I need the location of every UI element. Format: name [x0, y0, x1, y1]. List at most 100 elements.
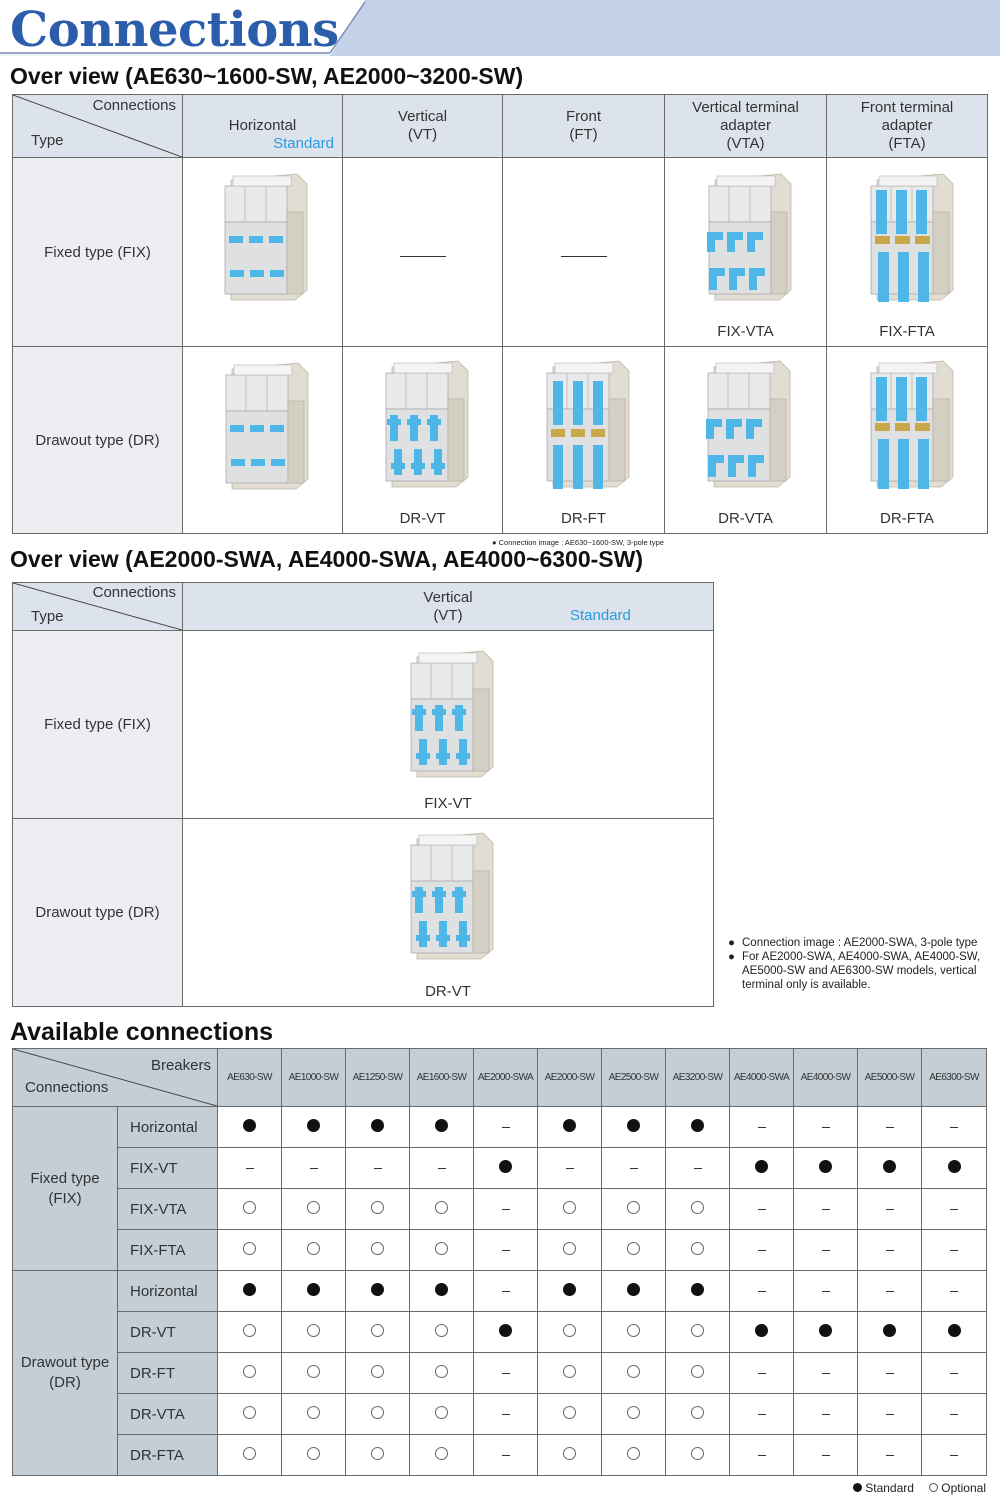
not-available-dash: [885, 1250, 894, 1252]
standard-dot-icon: [371, 1282, 384, 1296]
optional-ring-icon: [563, 1241, 576, 1255]
not-available-dash: [501, 1373, 510, 1375]
col-front: Front (FT): [502, 94, 665, 158]
optional-ring-icon: [435, 1323, 448, 1337]
col-abbr: (VT): [433, 606, 463, 624]
image-caption: DR-VT: [425, 983, 471, 1000]
corner-type: Type: [31, 132, 64, 149]
availability-cell: [601, 1229, 666, 1271]
optional-ring-icon: [627, 1241, 640, 1255]
availability-cell: [409, 1106, 474, 1148]
availability-cell: [345, 1229, 410, 1271]
group-label-abbr: (FIX): [48, 1189, 82, 1207]
col-horizontal: Horizontal Standard: [182, 94, 343, 158]
col-abbr: (FTA): [888, 135, 926, 152]
col-label-2: adapter: [881, 117, 933, 134]
availability-cell: [921, 1147, 987, 1189]
breaker-header: AE1250-SW: [345, 1048, 410, 1107]
col-label: Front terminal: [860, 99, 954, 116]
image-caption: FIX-VT: [424, 795, 472, 812]
availability-cell: [601, 1106, 666, 1148]
optional-ring-icon: [243, 1241, 256, 1255]
availability-cell: [537, 1352, 602, 1394]
row-label-drawout: Drawout type (DR): [12, 818, 183, 1007]
not-available-dash: [950, 1209, 958, 1211]
availability-cell: [281, 1147, 346, 1189]
not-available-dash: [885, 1414, 894, 1416]
availability-cell: [473, 1188, 538, 1230]
standard-dot-icon: [627, 1282, 640, 1296]
col-vertical: Vertical (VT) Standard: [182, 582, 714, 631]
optional-ring-icon: [243, 1323, 256, 1337]
standard-dot-icon: [563, 1282, 576, 1296]
breaker-image: [410, 832, 494, 960]
standard-dot-icon: [819, 1323, 832, 1337]
availability-cell: [217, 1393, 282, 1435]
optional-ring-icon: [307, 1364, 320, 1378]
availability-cell: [793, 1106, 858, 1148]
not-available-dash: [950, 1455, 958, 1457]
optional-ring-icon: [691, 1405, 704, 1419]
availability-cell: [601, 1352, 666, 1394]
optional-ring-icon: [371, 1405, 384, 1419]
availability-cell: [473, 1270, 538, 1312]
optional-ring-icon: [371, 1200, 384, 1214]
standard-dot-icon: [435, 1118, 448, 1132]
corner-cell: Connections Type: [12, 94, 183, 158]
standard-dot-icon: [499, 1159, 512, 1173]
availability-cell: [729, 1434, 794, 1476]
table-row: FIX-FTA: [13, 1229, 987, 1271]
legend-standard: Standard: [865, 1480, 914, 1495]
img-dr-ft: DR-FT: [502, 346, 665, 534]
breaker-image: [385, 360, 469, 488]
table-row: DR-VT: [13, 1311, 987, 1353]
optional-ring-icon: [563, 1200, 576, 1214]
availability-cell: [217, 1147, 282, 1189]
optional-ring-icon: [627, 1364, 640, 1378]
overview2-title: Over view (AE2000-SWA, AE4000-SWA, AE400…: [10, 546, 643, 572]
not-available-dash: [821, 1455, 830, 1457]
not-available-dash: [885, 1373, 894, 1375]
breaker-image: [870, 360, 954, 489]
availability-cell: [793, 1188, 858, 1230]
standard-dot-icon: [883, 1323, 896, 1337]
availability-cell: [473, 1352, 538, 1394]
breaker-image: [224, 173, 308, 301]
availability-cell: [857, 1106, 922, 1148]
availability-cell: [793, 1311, 858, 1353]
availability-cell: [217, 1106, 282, 1148]
standard-label: Standard: [570, 607, 631, 624]
col-abbr: (VTA): [726, 135, 765, 152]
breaker-header: AE4000-SWA: [729, 1048, 794, 1107]
breaker-header: AE1600-SW: [409, 1048, 474, 1107]
availability-cell: [729, 1270, 794, 1312]
col-label: Vertical: [397, 108, 448, 125]
connection-label: DR-VTA: [117, 1393, 218, 1435]
standard-dot-icon: [307, 1118, 320, 1132]
availability-cell: [729, 1106, 794, 1148]
breaker-header: AE2500-SW: [601, 1048, 666, 1107]
availability-cell: [537, 1434, 602, 1476]
availability-cell: [409, 1434, 474, 1476]
not-available-dash: [821, 1373, 830, 1375]
availability-cell: [281, 1106, 346, 1148]
not-available-dash: [885, 1291, 894, 1293]
corner-cell: Breakers Connections: [12, 1048, 218, 1107]
page-title: Connections: [10, 2, 339, 58]
table-row: DR-FTA: [13, 1434, 987, 1476]
bullet-icon: ●: [728, 937, 735, 949]
col-label: Horizontal: [228, 117, 297, 134]
standard-dot-icon: [371, 1118, 384, 1132]
not-available-dash: [885, 1455, 894, 1457]
availability-cell: [409, 1311, 474, 1353]
availability-cell: [473, 1393, 538, 1435]
not-available-dash: [373, 1168, 382, 1170]
corner-connections: Connections: [92, 97, 176, 114]
optional-ring-icon: [371, 1323, 384, 1337]
availability-cell: [537, 1229, 602, 1271]
not-available-cell: [502, 157, 665, 347]
img-dr-vt: DR-VT: [182, 818, 714, 1007]
optional-ring-icon: [691, 1241, 704, 1255]
optional-ring-icon: [243, 1446, 256, 1460]
standard-dot-icon: [755, 1323, 768, 1337]
